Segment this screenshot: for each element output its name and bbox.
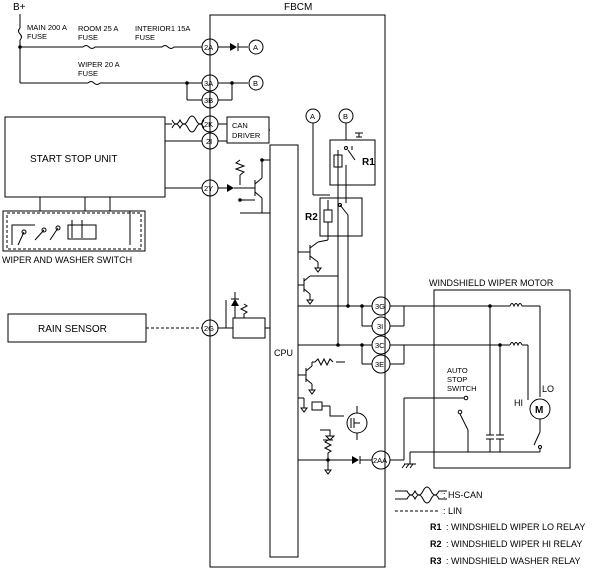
windshield-wiper-motor bbox=[433, 289, 571, 469]
can-driver-label: CAN bbox=[232, 121, 248, 130]
can-driver-label-2: DRIVER bbox=[232, 131, 261, 140]
diode-icon bbox=[230, 43, 237, 51]
svg-text:2Y: 2Y bbox=[204, 184, 213, 193]
rain-sensor-label: RAIN SENSOR bbox=[38, 324, 107, 335]
start-stop-unit-label: START STOP UNIT bbox=[30, 154, 117, 165]
legend-r2-text: : WINDSHIELD WIPER HI RELAY bbox=[446, 539, 582, 549]
main-fuse-label-2: FUSE bbox=[27, 32, 47, 41]
interior-fuse-label: INTERIOR1 15A bbox=[135, 24, 190, 33]
fbcm-box bbox=[209, 14, 386, 568]
room-fuse-icon bbox=[82, 45, 96, 49]
cpu-label: CPU bbox=[274, 348, 293, 358]
legend-hs-can: : HS-CAN bbox=[443, 490, 483, 500]
svg-text:A: A bbox=[253, 43, 258, 52]
relay-r2-label: R2 bbox=[305, 212, 318, 223]
svg-text:3A: 3A bbox=[204, 79, 213, 88]
main-fuse-icon bbox=[18, 27, 22, 41]
auto-stop-switch-label-3: SWITCH bbox=[447, 384, 477, 393]
cpu-block bbox=[269, 144, 299, 558]
connector-a-1 bbox=[248, 39, 264, 55]
ground-icon bbox=[401, 452, 416, 469]
svg-text:3C: 3C bbox=[375, 341, 385, 350]
legend-r1-text: : WINDSHIELD WIPER LO RELAY bbox=[446, 522, 585, 532]
relay-r1-label: R1 bbox=[362, 157, 375, 168]
legend-hs-can-icon bbox=[395, 486, 447, 504]
motor-symbol: M bbox=[535, 405, 543, 416]
terminal-2aa: 2AA bbox=[371, 450, 391, 470]
svg-text:2G: 2G bbox=[204, 324, 214, 333]
wiper-fuse-label-2: FUSE bbox=[78, 69, 98, 78]
legend-r2-code: R2 bbox=[430, 539, 442, 549]
svg-text:2I: 2I bbox=[206, 137, 212, 146]
wiper-washer-switch-label: WIPER AND WASHER SWITCH bbox=[2, 255, 132, 265]
wiper-washer-switch bbox=[2, 210, 146, 252]
legend-r1-code: R1 bbox=[430, 522, 442, 532]
room-fuse-label: ROOM 25 A bbox=[78, 24, 118, 33]
svg-text:2K: 2K bbox=[204, 120, 213, 129]
auto-stop-switch-label-2: STOP bbox=[447, 375, 467, 384]
wiper-fuse-label: WIPER 20 A bbox=[78, 60, 120, 69]
svg-text:B: B bbox=[253, 79, 258, 88]
terminal-3i: 3I bbox=[371, 316, 391, 336]
terminal-3g: 3G bbox=[371, 296, 391, 316]
connector-b-1 bbox=[248, 75, 264, 91]
motor-lo-label: LO bbox=[542, 384, 554, 394]
auto-stop-switch-label: AUTO bbox=[447, 366, 468, 375]
svg-text:2A: 2A bbox=[204, 43, 213, 52]
svg-text:3I: 3I bbox=[377, 322, 383, 331]
choke-icon bbox=[509, 303, 523, 308]
battery-label: B+ bbox=[13, 2, 26, 13]
svg-text:3E: 3E bbox=[375, 360, 384, 369]
svg-text:3B: 3B bbox=[204, 96, 213, 105]
terminal-3e: 3E bbox=[371, 354, 391, 374]
interior-fuse-label-2: FUSE bbox=[135, 33, 155, 42]
fbcm-title: FBCM bbox=[284, 2, 312, 13]
legend-lin: : LIN bbox=[443, 506, 462, 516]
svg-text:B: B bbox=[343, 112, 348, 121]
wiper-fuse-icon bbox=[87, 81, 101, 85]
choke-icon-2 bbox=[509, 342, 523, 347]
terminal-3c: 3C bbox=[371, 335, 391, 355]
legend-r3-code: R3 bbox=[430, 556, 442, 566]
windshield-wiper-motor-label: WINDSHIELD WIPER MOTOR bbox=[429, 278, 554, 288]
svg-text:2AA: 2AA bbox=[373, 456, 387, 465]
relay-r2 bbox=[319, 197, 363, 237]
legend-r3-text: : WINDSHIELD WASHER RELAY bbox=[446, 556, 581, 566]
svg-text:A: A bbox=[310, 112, 315, 121]
motor-hi-label: HI bbox=[514, 398, 523, 408]
hs-can-twisted-icon bbox=[171, 115, 205, 133]
main-fuse-label: MAIN 200 A bbox=[27, 23, 67, 32]
interior-fuse-icon bbox=[161, 45, 175, 49]
lin-transceiver bbox=[232, 317, 266, 339]
relay-r1 bbox=[329, 139, 376, 186]
svg-text:3G: 3G bbox=[375, 302, 385, 311]
room-fuse-label-2: FUSE bbox=[78, 33, 98, 42]
